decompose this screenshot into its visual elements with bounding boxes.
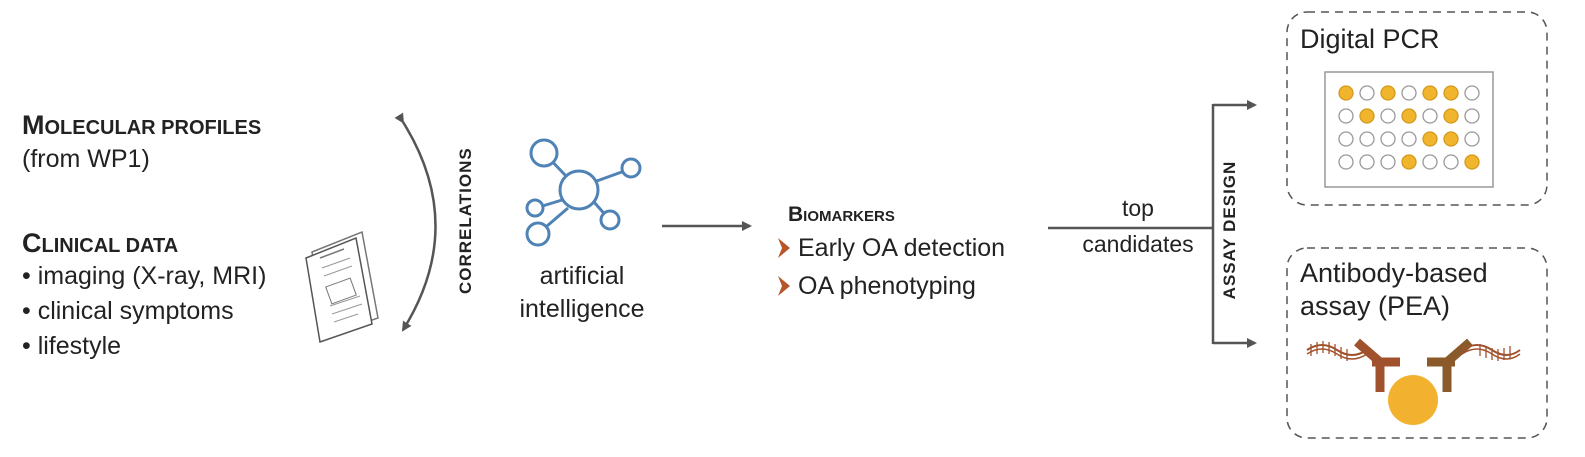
clinical-item: • clinical symptoms <box>22 297 234 325</box>
clinical-report-icon <box>305 230 379 343</box>
well-empty <box>1359 131 1375 147</box>
well-filled <box>1464 154 1480 170</box>
chevron-icon <box>778 238 790 258</box>
biomarkers-title: BIOMARKERS <box>788 203 895 227</box>
well-empty <box>1338 154 1354 170</box>
ai-label-line1: artificial <box>539 262 625 290</box>
correlations-arrow <box>394 112 437 332</box>
biomarkers-title-rest: IOMARKERS <box>803 208 895 225</box>
molecular-title-rest: OLECULAR PROFILES <box>44 117 262 139</box>
well-filled <box>1401 154 1417 170</box>
well-filled <box>1359 108 1375 124</box>
clinical-item-label: imaging (X-ray, MRI) <box>37 262 267 290</box>
well-empty <box>1380 108 1396 124</box>
clinical-item: • lifestyle <box>22 332 122 360</box>
clinical-title-rest: LINICAL DATA <box>41 235 179 257</box>
well-empty <box>1464 85 1480 101</box>
digital-pcr-title: Digital PCR <box>1300 24 1440 54</box>
well-empty <box>1359 154 1375 170</box>
well-empty <box>1338 131 1354 147</box>
clinical-data-title: CLINICAL DATA <box>22 228 178 259</box>
well-filled <box>1422 85 1438 101</box>
selection-label-line2: candidates <box>1082 231 1194 257</box>
antigen-icon <box>1388 375 1438 425</box>
assay-design-label: ASSAY DESIGN <box>1220 160 1239 300</box>
well-empty <box>1401 131 1417 147</box>
well-filled <box>1401 108 1417 124</box>
clinical-title-cap: C <box>22 228 42 258</box>
biomarker-item: Early OA detection <box>798 234 1006 262</box>
well-empty <box>1401 85 1417 101</box>
biomarkers-title-cap: B <box>788 203 804 226</box>
digital-pcr-box <box>1286 11 1548 206</box>
well-filled <box>1380 85 1396 101</box>
molecular-title-cap: M <box>22 110 45 140</box>
clinical-item-label: lifestyle <box>37 332 122 360</box>
well-filled <box>1422 131 1438 147</box>
chevron-icon <box>778 276 790 296</box>
well-empty <box>1359 85 1375 101</box>
well-empty <box>1443 154 1459 170</box>
antibody-assay-box <box>1286 247 1548 439</box>
correlations-label: CORRELATIONS <box>456 147 475 294</box>
well-empty <box>1464 131 1480 147</box>
well-empty <box>1464 108 1480 124</box>
well-filled <box>1338 85 1354 101</box>
well-empty <box>1338 108 1354 124</box>
well-filled <box>1443 85 1459 101</box>
molecular-profiles-title: MOLECULAR PROFILES <box>22 110 261 141</box>
antibody-assay-title-line2: assay (PEA) <box>1300 291 1451 321</box>
molecular-profiles-subtitle: (from WP1) <box>22 145 150 173</box>
well-empty <box>1380 131 1396 147</box>
well-filled <box>1443 108 1459 124</box>
well-empty <box>1380 154 1396 170</box>
pcr-wells <box>1338 85 1480 170</box>
clinical-item-label: clinical symptoms <box>37 297 234 325</box>
network-icon <box>525 138 642 247</box>
well-empty <box>1422 154 1438 170</box>
biomarker-item: OA phenotyping <box>798 272 976 300</box>
ai-label-line2: intelligence <box>519 295 645 323</box>
clinical-item: • imaging (X-ray, MRI) <box>22 262 267 290</box>
antibody-assay-title-line1: Antibody-based <box>1300 258 1488 288</box>
well-filled <box>1443 131 1459 147</box>
selection-label-line1: top <box>1122 195 1154 221</box>
antibody-illustration-icon <box>1306 338 1521 425</box>
well-empty <box>1422 108 1438 124</box>
